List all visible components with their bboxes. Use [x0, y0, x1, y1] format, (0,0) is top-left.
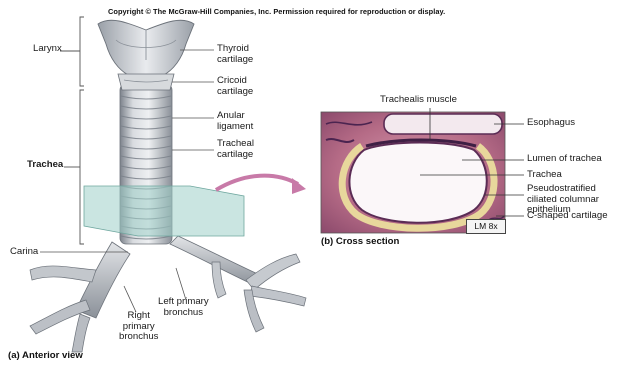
trachea-label-right: Trachea	[527, 170, 562, 181]
cricoid-cartilage-label: Cricoid cartilage	[217, 76, 253, 97]
left-primary-bronchus-label: Left primary bronchus	[158, 297, 209, 318]
tracheal-cartilage-label: Tracheal cartilage	[217, 139, 254, 160]
anular-ligament-label: Anular ligament	[217, 111, 253, 132]
cross-section-caption: (b) Cross section	[321, 236, 399, 247]
esophagus-label: Esophagus	[527, 118, 575, 129]
larynx-shape	[98, 20, 194, 90]
larynx-bracket	[60, 17, 84, 86]
c-shaped-cartilage-label: C-shaped cartilage	[527, 211, 608, 222]
thyroid-cartilage-label: Thyroid cartilage	[217, 44, 253, 65]
trachealis-muscle-label: Trachealis muscle	[380, 95, 457, 106]
bronchial-tree	[30, 236, 306, 352]
section-arrow	[216, 176, 306, 194]
trachea-bracket	[64, 90, 84, 244]
anterior-view-caption: (a) Anterior view	[8, 350, 83, 361]
carina-label: Carina	[10, 247, 38, 258]
cross-section-plane	[84, 186, 244, 236]
larynx-label: Larynx	[33, 44, 62, 55]
cross-section-micrograph	[321, 112, 505, 233]
trachea-label-left: Trachea	[27, 160, 63, 171]
lumen-of-trachea-label: Lumen of trachea	[527, 154, 602, 165]
magnification-badge: LM 8x	[466, 219, 506, 234]
right-primary-bronchus-label: Right primary bronchus	[119, 311, 158, 343]
